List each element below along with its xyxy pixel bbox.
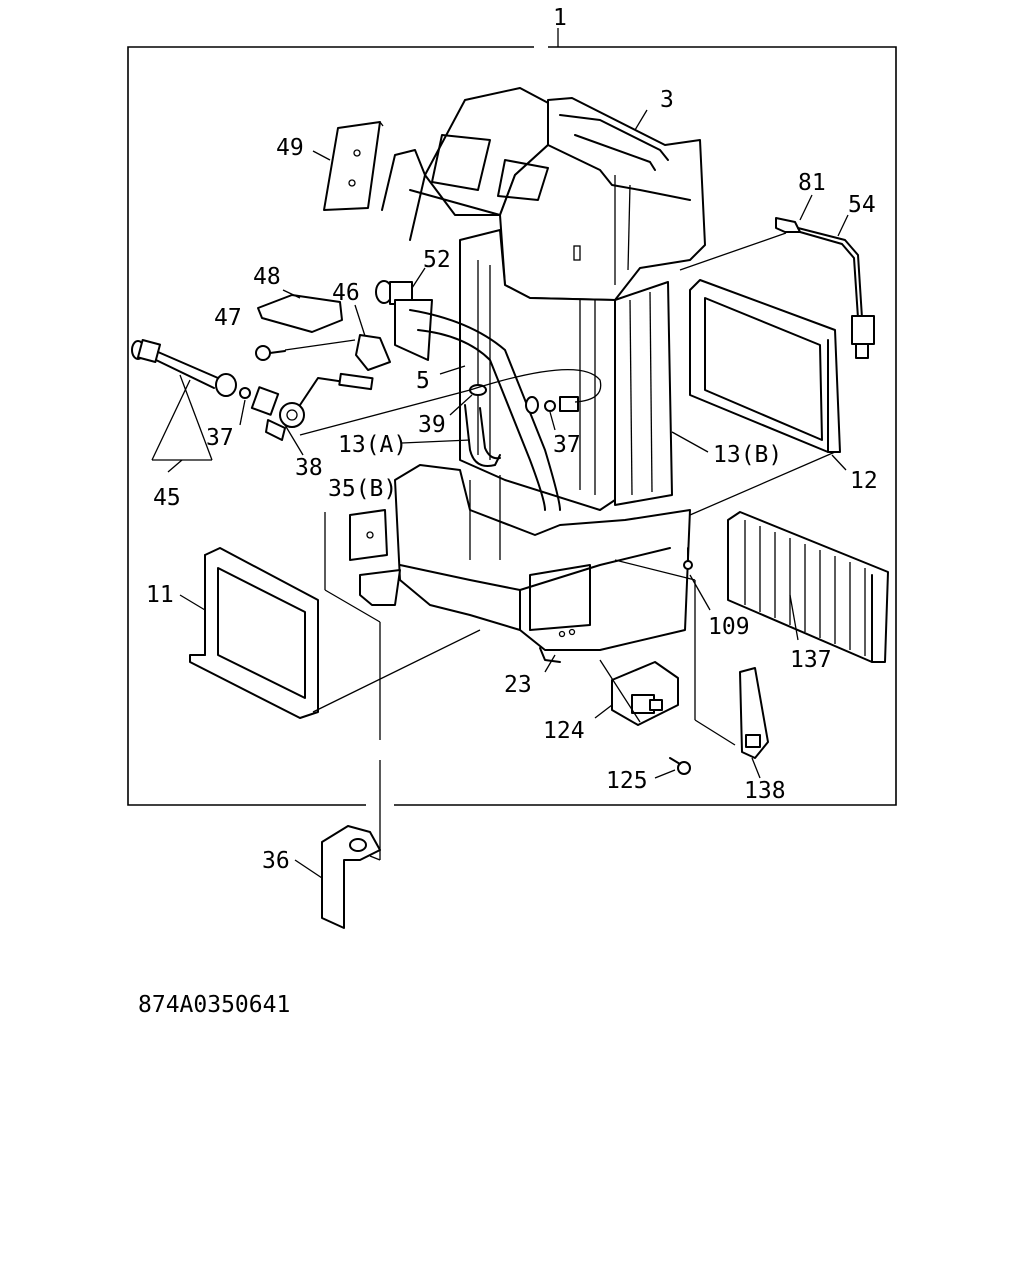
callout-45: 45 <box>153 485 181 511</box>
callout-13a: 13(A) <box>338 432 407 458</box>
part-38-expansion-valve <box>250 372 374 441</box>
part-49-foam-pad <box>323 121 384 211</box>
part-45-pipe-assembly <box>131 338 251 399</box>
callout-38: 38 <box>295 455 323 481</box>
diagram-frame <box>127 28 897 806</box>
callout-5: 5 <box>416 368 430 394</box>
callout-46: 46 <box>332 280 360 306</box>
refrigerant-line <box>299 368 602 436</box>
callout-48: 48 <box>253 264 281 290</box>
callout-47: 47 <box>214 305 242 331</box>
callout-37a: 37 <box>206 425 234 451</box>
part-12-filter-frame <box>689 279 841 453</box>
part-3-upper-housing <box>381 87 706 301</box>
part-5-evaporator-core <box>459 229 673 511</box>
callout-52: 52 <box>423 247 451 273</box>
callout-39: 39 <box>418 412 446 438</box>
callout-138: 138 <box>744 778 786 804</box>
part-138-seal-strip <box>739 667 769 759</box>
callout-36: 36 <box>262 848 290 874</box>
callout-109: 109 <box>708 614 750 640</box>
callout-3: 3 <box>660 87 674 113</box>
callout-124: 124 <box>543 718 585 744</box>
part-125-screw <box>669 757 691 775</box>
callout-125: 125 <box>606 768 648 794</box>
callout-35b: 35(B) <box>328 476 397 502</box>
part-54-harness <box>797 227 875 359</box>
part-137-air-filter <box>727 511 889 663</box>
callout-11: 11 <box>146 582 174 608</box>
callout-49: 49 <box>276 135 304 161</box>
callout-137: 137 <box>790 647 832 673</box>
callout-13b: 13(B) <box>713 442 782 468</box>
part-109-screw <box>683 547 693 570</box>
part-35b-foam-pad <box>349 509 388 561</box>
part-39-o-ring <box>469 384 487 396</box>
part-37-connector <box>525 396 579 414</box>
part-124-resistor <box>611 661 679 726</box>
callout-81: 81 <box>798 170 826 196</box>
part-81-sensor <box>775 217 801 233</box>
part-47-screw <box>255 339 356 361</box>
leader-lines <box>151 109 849 879</box>
part-11-filter-frame <box>189 547 319 719</box>
part-46-bracket <box>355 334 391 371</box>
part-48-seal-sheet <box>257 294 343 333</box>
part-52-pipe-fitting <box>375 280 561 511</box>
part-36-drain-hose <box>321 825 381 929</box>
callout-23: 23 <box>504 672 532 698</box>
callout-1: 1 <box>553 5 567 31</box>
callout-labels: 1 3 49 81 54 52 48 46 47 5 39 37 13(A) 3… <box>146 5 878 874</box>
callout-12: 12 <box>850 468 878 494</box>
drawing-number: 874A0350641 <box>138 992 290 1018</box>
callout-37b: 37 <box>553 432 581 458</box>
part-23-lower-case <box>359 464 691 663</box>
part-13a-pipe <box>464 404 501 467</box>
callout-54: 54 <box>848 192 876 218</box>
